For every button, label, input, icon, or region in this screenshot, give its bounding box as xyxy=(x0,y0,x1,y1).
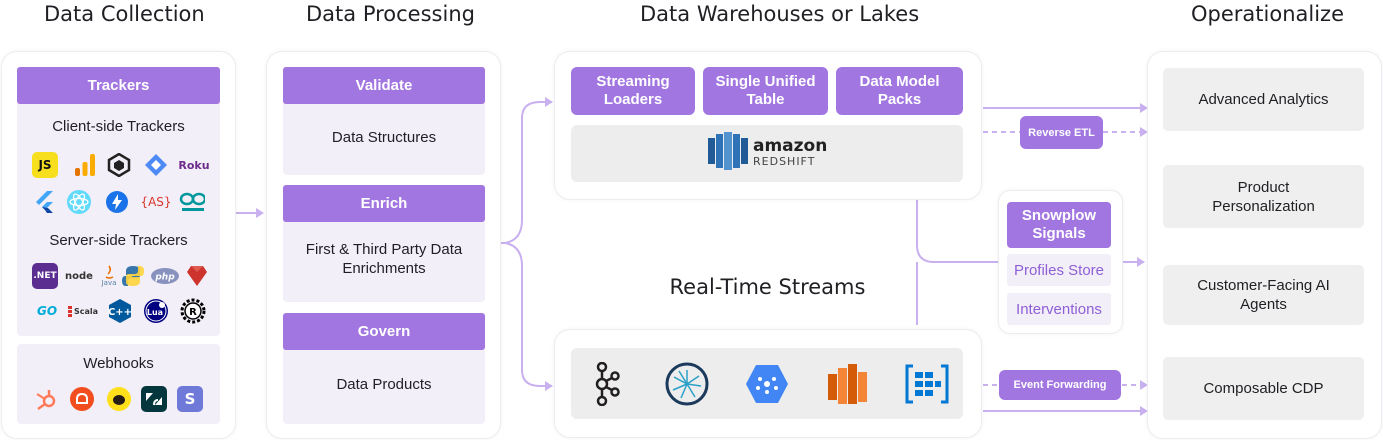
redshift-box xyxy=(571,125,963,182)
col-title-processing: Data Processing xyxy=(306,2,475,26)
op-product-personalization: Product Personalization xyxy=(1163,165,1364,228)
single-unified-table: Single Unified Table xyxy=(703,67,828,115)
op-customer-facing-ai-agents: Customer-Facing AI Agents xyxy=(1163,265,1364,325)
analytics-icon xyxy=(72,152,98,178)
node-icon: node xyxy=(65,270,93,282)
php-label: php xyxy=(154,273,175,283)
govern-text: Data Products xyxy=(336,376,432,393)
govern-header: Govern xyxy=(283,313,485,350)
col-title-warehouses: Data Warehouses or Lakes xyxy=(640,2,920,26)
col-title-collection: Data Collection xyxy=(44,2,205,26)
data-model-packs: Data Model Packs xyxy=(836,67,963,115)
rust-label: R xyxy=(189,307,197,318)
go-icon: GO xyxy=(36,304,58,318)
amazon-wordmark: amazon xyxy=(753,136,828,156)
validate-text: Data Structures xyxy=(331,129,437,146)
azure-event-hubs-icon xyxy=(905,362,949,411)
lightning-icon xyxy=(104,189,130,215)
zendesk-icon xyxy=(141,386,167,412)
enrich-header: Enrich xyxy=(283,185,485,222)
streams-title: Real-Time Streams xyxy=(669,275,866,299)
mailchimp-icon xyxy=(106,386,132,412)
event-forwarding-pill: Event Forwarding xyxy=(999,370,1121,400)
react-icon xyxy=(66,189,92,215)
reverse-etl-pill: Reverse ETL xyxy=(1020,116,1103,149)
signals-header: Snowplow Signals xyxy=(1007,202,1111,248)
col-title-operationalize: Operationalize xyxy=(1191,2,1344,26)
actionscript-icon: {AS} xyxy=(140,195,172,209)
roku-icon: Roku xyxy=(178,158,210,172)
flutter-diamond-icon xyxy=(143,152,169,178)
validate-header: Validate xyxy=(283,67,485,104)
webhooks-label: Webhooks xyxy=(83,355,154,372)
python-icon xyxy=(120,263,146,289)
profiles-store: Profiles Store xyxy=(1007,254,1111,286)
enrich-text: First & Third Party Data Enrichments xyxy=(305,241,463,277)
streaming-loaders: Streaming Loaders xyxy=(571,67,695,115)
gcp-pubsub-icon xyxy=(745,362,789,411)
trackers-header: Trackers xyxy=(17,67,220,104)
segment-icon: S xyxy=(177,386,203,412)
op-advanced-analytics: Advanced Analytics xyxy=(1163,68,1364,131)
redshift-logo-icon xyxy=(708,132,748,175)
cpp-label: C++ xyxy=(108,307,132,318)
op-composable-cdp: Composable CDP xyxy=(1163,357,1364,420)
flutter-icon xyxy=(32,189,58,215)
lua-label: Lua xyxy=(147,308,163,317)
cpp-icon: C++ xyxy=(107,298,133,324)
kinesis-firehose-icon xyxy=(665,362,709,411)
php-icon: php xyxy=(150,263,180,289)
lua-icon: Lua xyxy=(143,298,169,324)
dotnet-icon: .NET xyxy=(32,263,58,289)
aws-kinesis-icon xyxy=(828,362,868,411)
kafka-icon xyxy=(590,361,620,411)
interventions: Interventions xyxy=(1007,293,1111,325)
rust-icon: R xyxy=(180,298,206,324)
arduino-icon xyxy=(179,189,205,215)
js-icon: JS xyxy=(32,152,58,178)
scala-icon: Scala xyxy=(68,298,98,324)
client-side-label: Client-side Trackers xyxy=(52,118,185,135)
server-side-label: Server-side Trackers xyxy=(49,232,188,249)
hubspot-icon xyxy=(33,386,59,412)
redshift-wordmark: REDSHIFT xyxy=(753,155,816,168)
java-icon: Java xyxy=(96,263,122,289)
unity-icon xyxy=(106,152,132,178)
zendesk-sell-icon xyxy=(69,386,95,412)
ruby-icon xyxy=(184,263,210,289)
